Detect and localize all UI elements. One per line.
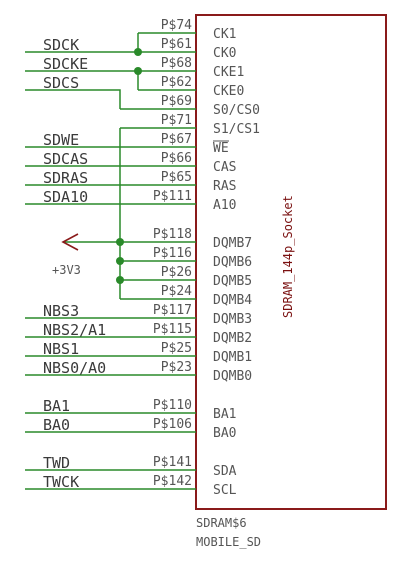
pad-label: P$26 — [161, 265, 192, 280]
pad-label: P$110 — [153, 398, 192, 413]
net-label: SDCAS — [43, 150, 88, 168]
pin-name: DQMB3 — [213, 312, 252, 327]
component-body[interactable] — [195, 14, 387, 510]
pad-label: P$74 — [161, 18, 192, 33]
pad-label: P$25 — [161, 341, 192, 356]
pad-label: P$71 — [161, 113, 192, 128]
pin-name: RAS — [213, 179, 236, 194]
pin-name: CKE1 — [213, 65, 244, 80]
pad-labels: P$74 P$61 P$68 P$62 P$69 P$71 P$67 P$66 … — [153, 18, 192, 489]
pin-name: CKE0 — [213, 84, 244, 99]
junction-dot — [116, 238, 124, 246]
pad-label: P$111 — [153, 189, 192, 204]
pad-label: P$23 — [161, 360, 192, 375]
junctions — [116, 48, 142, 284]
pad-label: P$106 — [153, 417, 192, 432]
power-label: +3V3 — [52, 263, 81, 277]
pin-name: DQMB0 — [213, 369, 252, 384]
pin-name: DQMB7 — [213, 236, 252, 251]
pin-name: DQMB5 — [213, 274, 252, 289]
pin-stubs — [25, 32, 196, 490]
net-label: SDCKE — [43, 55, 88, 73]
pin-name: SCL — [213, 483, 237, 498]
pad-label: P$117 — [153, 303, 192, 318]
net-label: TWCK — [43, 473, 79, 491]
net-label: NBS0/A0 — [43, 359, 106, 377]
junction-dot — [116, 257, 124, 265]
pin-name: DQMB6 — [213, 255, 252, 270]
pin-name: S0/CS0 — [213, 103, 260, 118]
junction-dot — [116, 276, 124, 284]
net-label: NBS2/A1 — [43, 321, 106, 339]
pin-name: DQMB1 — [213, 350, 252, 365]
power-arrow-icon — [61, 233, 79, 251]
pad-label: P$118 — [153, 227, 192, 242]
pin-names: CK1 CK0 CKE1 CKE0 S0/CS0 S1/CS1 WE CAS R… — [213, 27, 260, 498]
net-label: SDWE — [43, 131, 79, 149]
net-label: SDA10 — [43, 188, 88, 206]
pin-name: CK1 — [213, 27, 236, 42]
pad-label: P$67 — [161, 132, 192, 147]
net-labels: SDCK SDCKE SDCS SDWE SDCAS SDRAS SDA10 N… — [43, 36, 106, 491]
instance-value: MOBILE_SD — [196, 535, 261, 549]
net-label: SDCS — [43, 74, 79, 92]
pin-name: A10 — [213, 198, 236, 213]
pad-label: P$69 — [161, 94, 192, 109]
pin-name: CK0 — [213, 46, 236, 61]
pad-label: P$61 — [161, 37, 192, 52]
part-name: SDRAM_144p_Socket — [281, 195, 295, 318]
net-wires — [25, 33, 139, 299]
junction-dot — [134, 67, 142, 75]
wire-sdcs — [25, 89, 121, 109]
pad-label: P$68 — [161, 56, 192, 71]
pad-label: P$142 — [153, 474, 192, 489]
pin-name: WE — [213, 141, 229, 156]
net-label: BA1 — [43, 397, 70, 415]
pad-label: P$115 — [153, 322, 192, 337]
pad-label: P$65 — [161, 170, 192, 185]
pin-name: BA1 — [213, 407, 236, 422]
net-label: SDCK — [43, 36, 79, 54]
net-label: NBS3 — [43, 302, 79, 320]
pin-name: S1/CS1 — [213, 122, 260, 137]
junction-dot — [134, 48, 142, 56]
net-label: NBS1 — [43, 340, 79, 358]
net-label: TWD — [43, 454, 70, 472]
instance-name: SDRAM$6 — [196, 516, 247, 530]
pad-label: P$62 — [161, 75, 192, 90]
pad-label: P$116 — [153, 246, 192, 261]
pin-name: CAS — [213, 160, 236, 175]
pin-name: BA0 — [213, 426, 236, 441]
net-label: SDRAS — [43, 169, 88, 187]
pin-name: DQMB4 — [213, 293, 252, 308]
pad-label: P$66 — [161, 151, 192, 166]
pin-name: DQMB2 — [213, 331, 252, 346]
pin-name: SDA — [213, 464, 237, 479]
pad-label: P$141 — [153, 455, 192, 470]
net-label: BA0 — [43, 416, 70, 434]
pad-label: P$24 — [161, 284, 192, 299]
